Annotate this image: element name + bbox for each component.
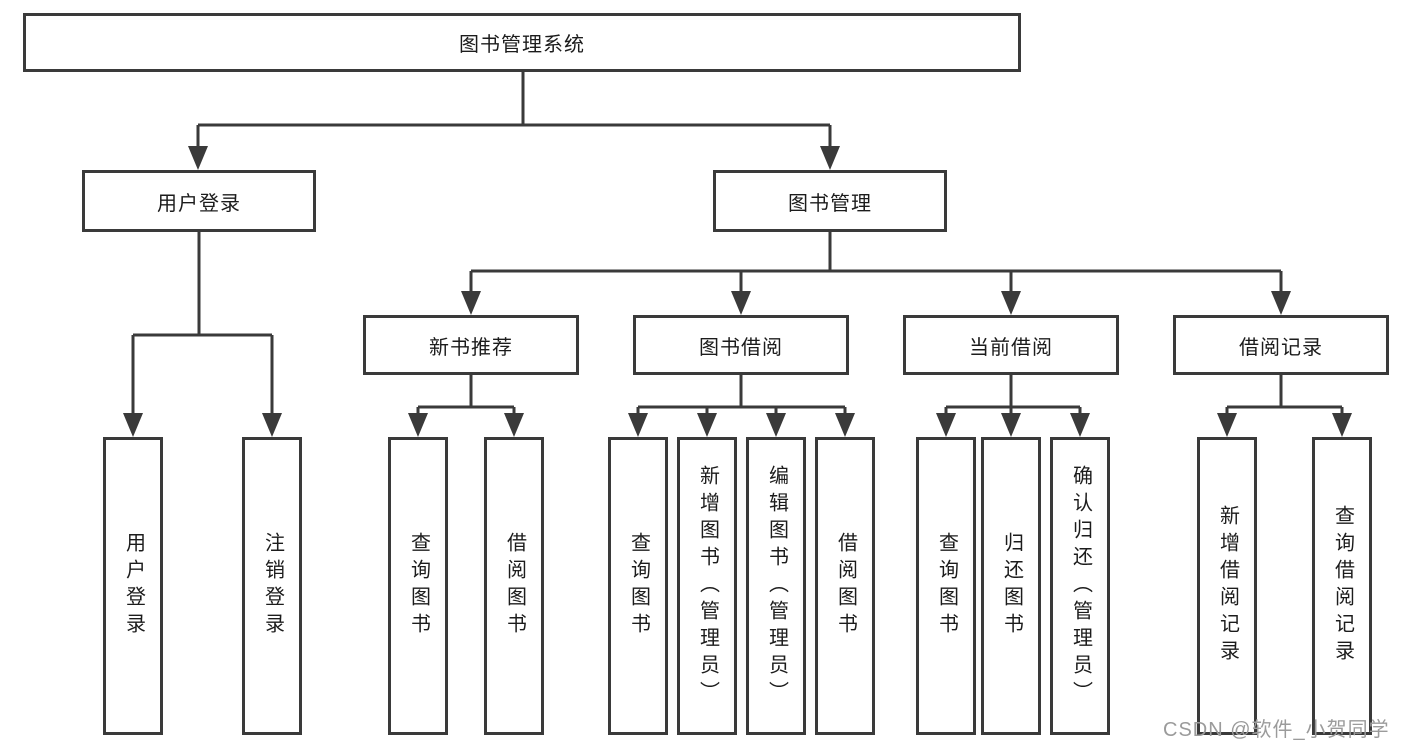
node-borrow-records: 借阅记录 xyxy=(1173,315,1389,375)
leaf-borrow-books: 借阅图书 xyxy=(815,437,875,735)
leaf-add-books-admin: 新增图书（管理员） xyxy=(677,437,737,735)
arrowheads xyxy=(123,146,1352,437)
leaf-query-books-recommend: 查询图书 xyxy=(388,437,448,735)
leaf-confirm-return-admin: 确认归还（管理员） xyxy=(1050,437,1110,735)
leaf-query-books-current: 查询图书 xyxy=(916,437,976,735)
leaf-borrow-books-recommend: 借阅图书 xyxy=(484,437,544,735)
node-library-system: 图书管理系统 xyxy=(23,13,1021,72)
leaf-return-books: 归还图书 xyxy=(981,437,1041,735)
node-book-borrow: 图书借阅 xyxy=(633,315,849,375)
leaf-user-login: 用户登录 xyxy=(103,437,163,735)
csdn-watermark: CSDN @软件_小贺同学 xyxy=(1163,719,1390,741)
node-book-management: 图书管理 xyxy=(713,170,947,232)
leaf-query-books-borrow: 查询图书 xyxy=(608,437,668,735)
node-new-book-recommend: 新书推荐 xyxy=(363,315,579,375)
leaf-query-borrow-record: 查询借阅记录 xyxy=(1312,437,1372,735)
leaf-logout: 注销登录 xyxy=(242,437,302,735)
node-user-login: 用户登录 xyxy=(82,170,316,232)
node-current-borrow: 当前借阅 xyxy=(903,315,1119,375)
leaf-edit-books-admin: 编辑图书（管理员） xyxy=(746,437,806,735)
leaf-add-borrow-record: 新增借阅记录 xyxy=(1197,437,1257,735)
